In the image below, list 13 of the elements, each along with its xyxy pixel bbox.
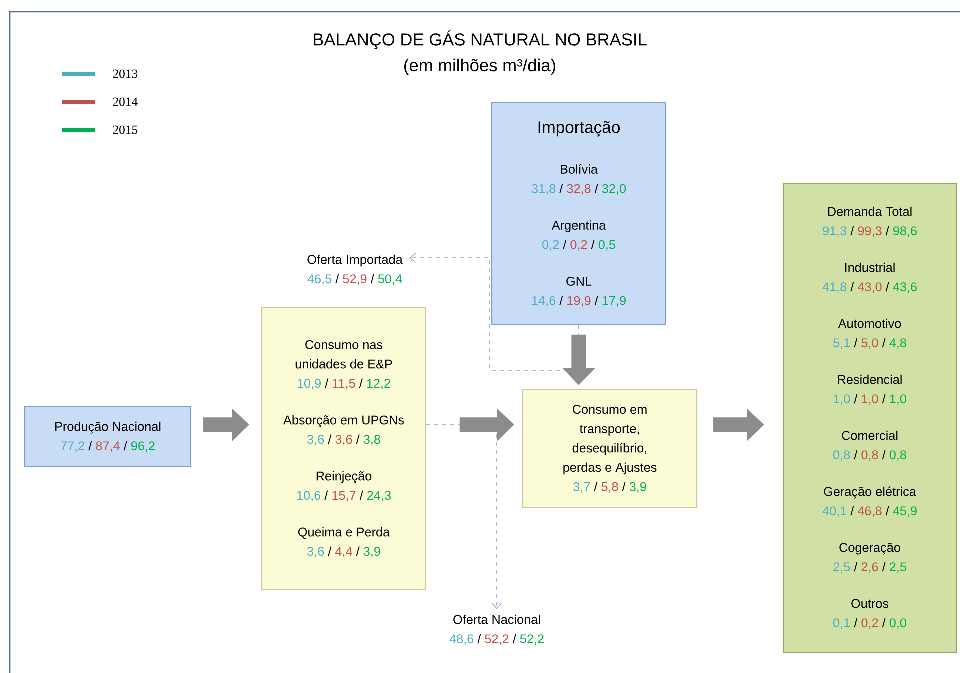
source-box: Produção Nacional 77,2 / 87,4 / 96,2 [24,406,192,468]
legend-label: 2015 [113,126,138,134]
flow-label: Oferta Importada 46,5 / 52,9 / 50,4 [308,254,403,286]
source-box: Importação Bolívia 31,8 / 32,8 / 32,0 Argentina 0,2 / 0,2 / 0,5 GNL 14,6 / 19,9 / 17,9 [491,102,667,326]
process-box: Consumo em transporte, desequilíbrio, perdas e Ajustes 3,7 / 5,8 / 3,9 [522,389,698,509]
flow-label: Oferta Nacional 48,6 / 52,2 / 52,2 [450,614,544,646]
process-box: Consumo nas unidades de E&P 10,9 / 11,5 / 12,2 Absorção em UPGNs 3,6 / 3,6 / 3,8 Reinjeção 10,6 / 15,7 / 24,3 Queima e Perda 3,6 / 4,4 / 3,9 [261,307,427,591]
subtitle: (em milhões m³/dia) [404,58,556,76]
legend-label: 2014 [113,98,138,106]
legend-label: 2013 [113,70,138,78]
dashed-arrow [410,252,580,371]
demand-box: Demanda Total 91,3 / 99,3 / 98,6 Industrial 41,8 / 43,0 / 43,6 Automotivo 5,1 / 5,0 / 4,8 Residencial 1,0 / 1,0 / 1,0 Comercial 0,8 / 0,8 / 0,8 Geração elétrica 40,1 / 46,8 / 45,9 Cogeração 2,5 / 2,6 / 2,5 Outros 0,1 / 0,2 / 0,0 [782,182,958,654]
title: BALANÇO DE GÁS NATURAL NO BRASIL [314,30,647,50]
